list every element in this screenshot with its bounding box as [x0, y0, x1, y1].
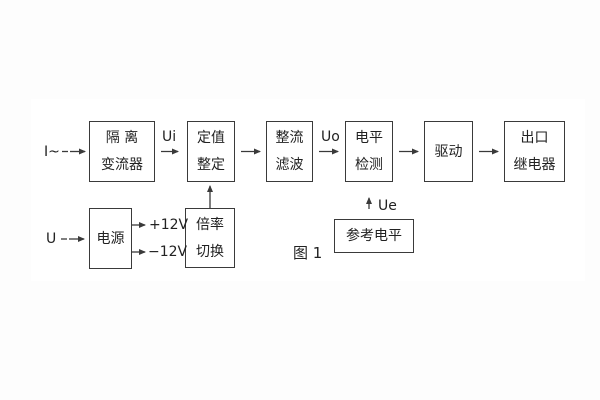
signal-label-input-current: I~: [44, 144, 60, 160]
block-label: 整流: [275, 130, 304, 146]
block-rectifier-filter: 整流 滤波: [266, 121, 313, 182]
block-label: 倍率: [196, 216, 224, 233]
signal-label-ue: Ue: [378, 198, 397, 214]
signal-label-plus12: +12V: [149, 217, 189, 233]
figure-caption: 图 1: [293, 244, 323, 262]
block-label: 参考电平: [346, 228, 402, 244]
block-label: 电源: [96, 230, 125, 247]
block-value-setting: 定值 整定: [187, 121, 235, 182]
block-label: 整定: [197, 157, 225, 173]
block-isolation-transformer: 隔 离 变流器: [89, 121, 155, 182]
signal-label-ui: Ui: [162, 129, 177, 145]
block-label: 隔 离: [105, 130, 139, 146]
block-label: 检测: [355, 157, 383, 173]
block-label: 变流器: [101, 157, 143, 173]
block-label: 出口: [520, 130, 549, 146]
block-label: 切换: [196, 243, 224, 260]
block-label: 滤波: [275, 157, 304, 173]
signal-label-input-voltage: U: [46, 231, 57, 247]
block-label: 驱动: [434, 143, 463, 160]
block-label: 电平: [355, 130, 383, 146]
block-label: 定值: [197, 130, 225, 146]
block-label: 继电器: [513, 157, 556, 173]
block-power-supply: 电源: [89, 208, 132, 269]
block-output-relay: 出口 继电器: [504, 121, 565, 182]
block-level-detection: 电平 检测: [345, 121, 393, 182]
block-ratio-switch: 倍率 切换: [185, 208, 235, 268]
block-drive: 驱动: [424, 121, 473, 182]
block-reference-level: 参考电平: [334, 219, 414, 253]
signal-label-minus12: −12V: [148, 244, 188, 260]
signal-label-uo: Uo: [321, 129, 340, 145]
